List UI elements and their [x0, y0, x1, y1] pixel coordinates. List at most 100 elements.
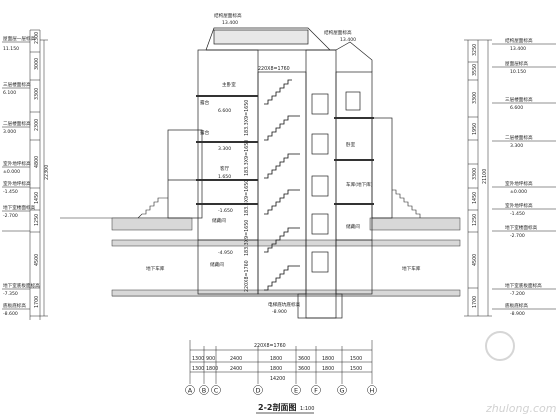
left-level-column	[2, 29, 48, 320]
room-labels: 主卧室 露台 露台 客厅 储藏间 卧室 车库(地下库) 储藏间 储藏间 地下车库…	[146, 81, 421, 272]
stair-flights	[264, 79, 300, 291]
left-total-dim: 22300	[44, 165, 50, 180]
left-dimensions: 2300 3000 3300 2300 4800 1450 1250 4500 …	[34, 32, 50, 308]
right-level-column	[464, 39, 556, 317]
axis-label: C	[214, 387, 219, 395]
right-level-name: 三层楼面标高	[505, 96, 533, 103]
left-level-elev: 3.000	[3, 129, 16, 135]
left-level-elev: ±0.000	[3, 169, 20, 175]
left-dim: 3300	[34, 88, 40, 100]
bottom-dim: 900	[206, 356, 215, 362]
right-dim: 3300	[472, 168, 478, 180]
left-level-elev: -1.450	[3, 189, 18, 195]
stair-notes: 220X8=1760 183.3X9=1650 183.3X9=1650 183…	[244, 66, 290, 292]
watermark: zhulong.com	[485, 331, 556, 415]
right-dimensions: 3250 3550 3300 1950 3300 1450 1250 4500 …	[472, 44, 488, 308]
bottom-dim: 1300	[192, 366, 204, 372]
room-label: 客厅	[220, 165, 230, 172]
axis-label: H	[370, 387, 375, 395]
right-level-elev: 6.600	[510, 105, 523, 111]
room-label: 露台	[200, 99, 210, 106]
left-level-name: 三层楼面标高	[3, 81, 31, 88]
right-level-name: 底板底标高	[505, 302, 528, 309]
room-label: 储藏间	[212, 217, 226, 224]
left-level-name: 屋面层一层标高	[3, 35, 36, 42]
right-level-name: 结构屋面标高	[505, 37, 533, 44]
bottom-dim: 3600	[298, 366, 310, 372]
left-level-elev: -7.350	[3, 291, 18, 297]
axis-label: G	[339, 387, 344, 395]
left-level-name: 二层楼面标高	[3, 120, 31, 127]
left-dim: 3000	[34, 58, 40, 70]
right-level-elev: ±0.000	[510, 189, 527, 195]
left-level-name: 地下室楼面标高	[3, 204, 36, 211]
axis-label: D	[255, 387, 260, 395]
right-level-elev: 13.400	[510, 46, 526, 52]
basement-slab	[111, 289, 461, 297]
right-level-elev: -2.700	[510, 233, 525, 239]
right-dim: 3250	[472, 44, 478, 56]
right-level-name: 地下室底板面标高	[505, 282, 542, 289]
bottom-dim: 3600	[298, 356, 310, 362]
right-level-labels: 结构屋面标高 13.400 屋面层标高 10.150 三层楼面标高 6.600 …	[505, 37, 542, 317]
room-label: 卧室	[346, 141, 356, 148]
roof	[205, 27, 373, 72]
bottom-dim-top: 220X8=1760	[254, 343, 286, 349]
room-label: 储藏间	[346, 223, 360, 230]
bottom-dim: 2400	[230, 356, 242, 362]
right-level-name: 室外地坪标高	[505, 180, 533, 187]
right-dim: 1950	[472, 123, 478, 135]
axis-label: A	[188, 387, 193, 395]
right-level-name: 屋面层标高	[505, 60, 528, 67]
right-roof-elev: 13.400	[340, 37, 356, 43]
left-level-elev: -8.600	[3, 311, 18, 317]
axis-label: F	[314, 387, 318, 395]
right-level-name: 地下室楼面标高	[505, 224, 538, 231]
bottom-dims: 220X8=1760 1300 900 2400 1800 3600 1800 …	[192, 343, 362, 382]
axis-bubbles	[185, 385, 377, 395]
left-level-name: 底板底标高	[3, 302, 26, 309]
stair-note: 183.3X9=1650	[244, 140, 250, 176]
left-dim: 1250	[34, 214, 40, 226]
right-level-elev: -7.200	[510, 291, 525, 297]
right-level-name: 二层楼面标高	[505, 134, 533, 141]
left-dim: 4500	[34, 254, 40, 266]
bottom-dim: 2400	[230, 366, 242, 372]
bottom-dim: 1500	[350, 356, 362, 362]
stair-note: 220X8=1760	[258, 66, 290, 72]
room-label: 地下车库	[402, 265, 421, 272]
left-level-name: 室外地坪标高	[3, 180, 31, 187]
axis-labels: A B C D E F G H	[188, 387, 375, 395]
bottom-dim: 1800	[322, 366, 334, 372]
room-label: 储藏间	[210, 261, 224, 268]
center-elev: -1.650	[218, 208, 233, 214]
right-dim: 1450	[472, 192, 478, 204]
roof-level-name: 结构屋面标高	[214, 12, 242, 19]
center-elev: -4.950	[218, 250, 233, 256]
room-label: 车库(地下库)	[346, 181, 373, 188]
left-level-name: 室外地坪标高	[3, 160, 31, 167]
left-level-labels: 屋面层一层标高 11.150 三层楼面标高 6.100 二层楼面标高 3.000…	[3, 35, 40, 317]
left-dim: 1450	[34, 192, 40, 204]
right-dim: 1250	[472, 214, 478, 226]
soil-hatch-right	[369, 217, 461, 231]
right-level-elev: 10.150	[510, 69, 526, 75]
left-level-elev: 6.100	[3, 90, 16, 96]
left-dim: 2300	[34, 32, 40, 44]
center-elevations: 6.600 3.300 1.650 -1.650 -4.950	[218, 108, 233, 256]
right-level-name: 室外地坪标高	[505, 202, 533, 209]
right-dim: 3300	[472, 92, 478, 104]
left-level-name: 地下室底板面标高	[3, 282, 40, 289]
slab-cuts	[196, 95, 374, 205]
bottom-dim: 1800	[270, 366, 282, 372]
roof-label: 结构屋面标高 13.400 结构屋面标高 13.400	[214, 12, 356, 43]
stair-note: 220X8=1760	[244, 260, 250, 292]
watermark-text: zhulong.com	[485, 402, 556, 415]
center-elev: 1.650	[218, 174, 231, 180]
soil-hatch-left	[111, 217, 193, 231]
axis-label: B	[202, 387, 206, 395]
stair-note: 183.3X9=1650	[244, 100, 250, 136]
right-roof-name: 结构屋面标高	[324, 29, 352, 36]
right-dim: 4500	[472, 254, 478, 266]
